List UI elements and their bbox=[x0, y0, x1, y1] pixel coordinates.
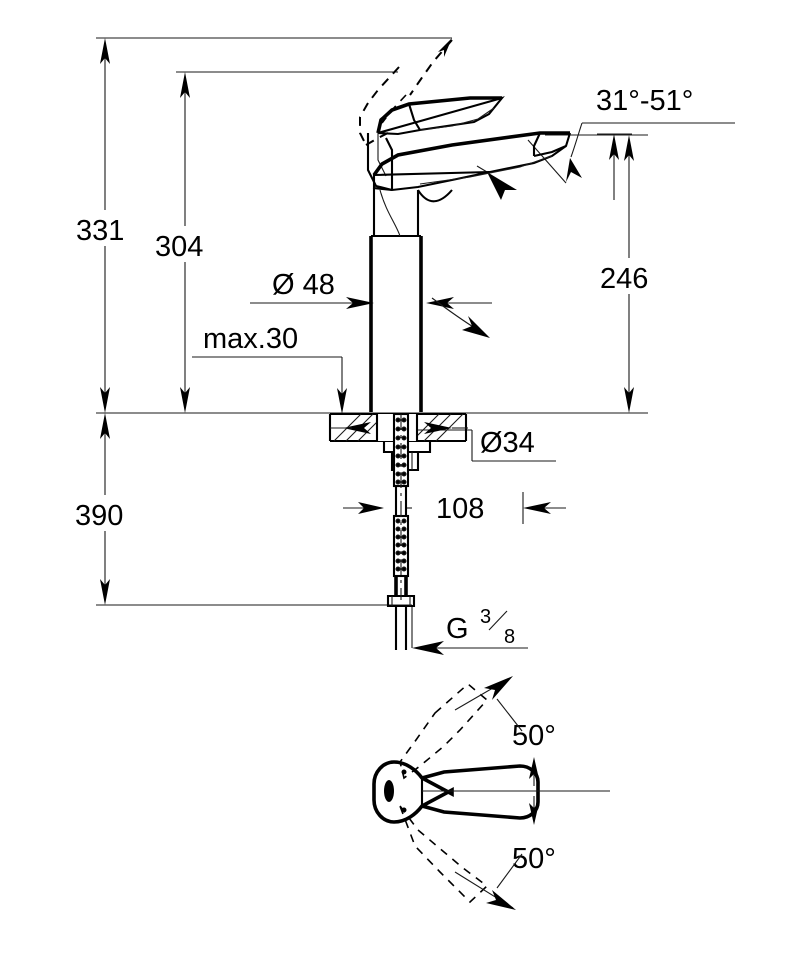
body-diameter-label: Ø 48 bbox=[272, 269, 335, 301]
swivel-arrow-indicator bbox=[431, 297, 490, 338]
plan-angle-upper: 50° bbox=[454, 676, 556, 786]
dimension-331: 331 bbox=[70, 38, 140, 413]
dimension-390: 390 bbox=[70, 413, 140, 605]
lever-swivel-positions bbox=[399, 682, 489, 904]
hose-end-fitting bbox=[386, 576, 416, 650]
mounting-hole-label: Ø34 bbox=[480, 427, 535, 459]
thread-prefix-label: G bbox=[446, 613, 469, 645]
spout-head bbox=[372, 131, 572, 192]
faucet-elevation-view bbox=[328, 38, 572, 650]
callout-body-diameter: Ø 48 bbox=[250, 269, 492, 309]
deck-thickness-label: max.30 bbox=[203, 323, 298, 355]
faucet-body-column bbox=[369, 188, 453, 412]
lever-pivot-body bbox=[366, 133, 394, 192]
callout-mounting-hole: Ø34 bbox=[386, 424, 556, 462]
connection-tube bbox=[394, 486, 408, 516]
thread-denominator-label: 8 bbox=[504, 626, 515, 648]
faucet-plan-view: 50° 50° bbox=[372, 676, 610, 910]
dimension-304-label: 304 bbox=[155, 231, 203, 263]
handle-dot-upper bbox=[401, 769, 407, 775]
swivel-angle-upper-label: 50° bbox=[512, 720, 556, 752]
handle-plan-outline bbox=[372, 760, 610, 824]
swivel-angle-lower-label: 50° bbox=[512, 843, 556, 875]
callout-connection-thread: G 3 8 bbox=[411, 605, 528, 655]
dimension-246: 246 bbox=[596, 135, 668, 413]
lever-angle-label: 31°-51° bbox=[596, 85, 693, 117]
callout-tail-offset: 108 bbox=[343, 492, 566, 525]
hose-braid-pattern bbox=[395, 518, 407, 572]
handle-indent bbox=[384, 780, 394, 802]
handle-dot-lower bbox=[401, 807, 407, 813]
thread-pattern-upper bbox=[395, 417, 407, 485]
tail-offset-label: 108 bbox=[436, 493, 484, 525]
thread-numerator-label: 3 bbox=[480, 606, 491, 628]
dimension-304: 304 bbox=[150, 72, 224, 413]
dimension-390-label: 390 bbox=[75, 500, 123, 532]
callout-lever-angle: 31°-51° bbox=[476, 85, 735, 200]
dimension-246-label: 246 bbox=[600, 263, 648, 295]
callout-deck-thickness: max.30 bbox=[192, 323, 347, 414]
dimension-331-label: 331 bbox=[76, 215, 124, 247]
mounting-deck bbox=[328, 412, 468, 443]
plan-angle-lower: 50° bbox=[454, 796, 556, 910]
